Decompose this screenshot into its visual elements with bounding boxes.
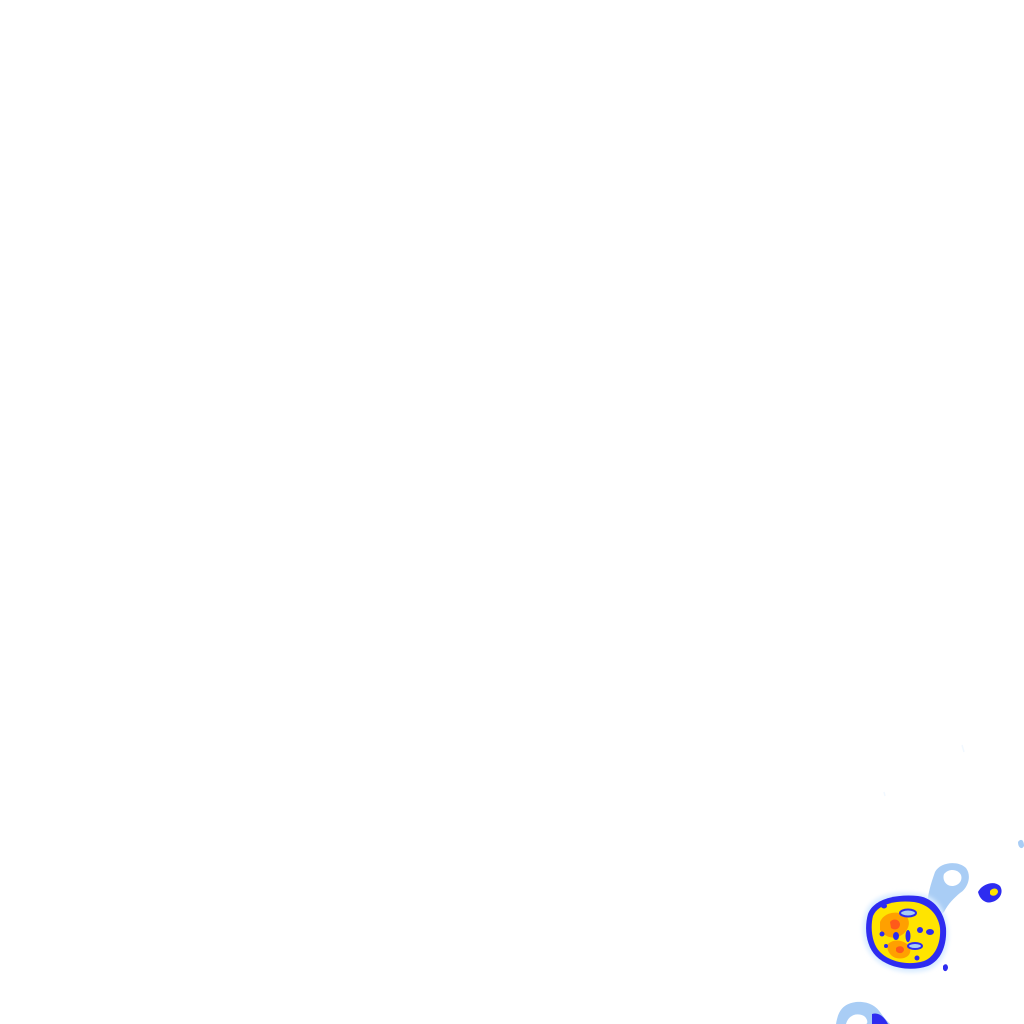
precip-edge <box>872 1013 888 1024</box>
cell-main <box>862 892 949 973</box>
precip-hole <box>926 929 934 935</box>
precip-hole <box>914 955 920 961</box>
precip-hole <box>899 908 917 918</box>
precip-cell <box>978 883 1002 903</box>
precip-hole <box>893 932 899 940</box>
precip-peak <box>896 946 904 954</box>
precip-drip <box>943 964 948 972</box>
cell-east <box>978 883 1002 903</box>
precip-gap <box>846 1014 868 1024</box>
precip-blip <box>1018 839 1024 849</box>
cell-south <box>836 1001 890 1024</box>
precip-peak <box>890 919 900 930</box>
precip-hole <box>879 931 885 937</box>
precip-hole <box>907 942 923 950</box>
precip-hole <box>905 930 911 942</box>
precip-core <box>990 888 998 896</box>
precip-holes <box>879 903 934 961</box>
precip-hole <box>881 903 887 909</box>
faint-streak <box>883 791 886 797</box>
cell-light-north <box>927 863 969 917</box>
faint-streaks <box>883 744 965 797</box>
precip-gap <box>943 869 962 886</box>
precip-hole <box>884 944 888 948</box>
precip-hole <box>917 927 923 933</box>
faint-streak <box>961 744 965 753</box>
